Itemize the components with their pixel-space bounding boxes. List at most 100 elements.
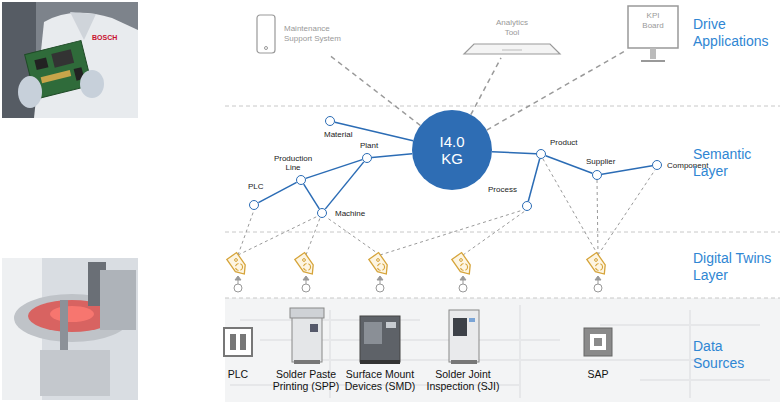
layer-separator (225, 106, 780, 107)
twin-link (238, 210, 254, 255)
data-source: Solder Joint Inspection (SJI) (425, 304, 501, 392)
tablet-icon (256, 14, 276, 54)
entity-node: Production Line (296, 175, 306, 185)
node-text: Product (549, 138, 579, 147)
machine-icon (386, 322, 396, 328)
data-source: Solder Paste Printing (SPP) (271, 304, 341, 392)
machine-icon (240, 334, 246, 350)
node-text: Analytics Tool (490, 18, 534, 38)
pcb-backdrop (225, 298, 780, 402)
machine-icon (290, 308, 324, 318)
machine-icon (206, 304, 270, 368)
photo-inspection-machine (2, 258, 138, 400)
layer-separator (225, 232, 780, 233)
machine-icon (431, 304, 495, 368)
entity-node: Material (325, 116, 335, 126)
machine-icon (364, 322, 382, 344)
laptop-icon (464, 44, 560, 54)
photo-engineer (34, 57, 48, 70)
entity-node: Component (652, 160, 662, 170)
photo-engineer (18, 76, 42, 108)
source-feed (302, 284, 310, 292)
app-laptop: Analytics Tool (462, 18, 562, 56)
source-feed (377, 276, 383, 280)
machine-icon (584, 328, 612, 356)
layer-separator (225, 298, 780, 299)
twin-link (597, 180, 598, 255)
node-text: Machine (334, 209, 366, 218)
entity-node: Product (536, 149, 546, 159)
twin-link (238, 216, 318, 255)
node-text: KPI Board (636, 11, 670, 31)
machine-icon (566, 304, 630, 368)
entity-node: PLC (249, 200, 259, 210)
data-source: Surface Mount Devices (SMD) (343, 304, 417, 392)
photo-inspection-machine (50, 306, 94, 322)
source-feed (376, 284, 384, 292)
relation-line (492, 152, 536, 154)
machine-icon (469, 318, 475, 322)
dashed-link (487, 51, 625, 130)
machine-icon (449, 310, 479, 362)
tablet-icon (265, 47, 268, 50)
node-text: Solder Paste Printing (SPP) (271, 368, 341, 392)
machine-icon (224, 328, 252, 356)
source-feed (595, 276, 601, 280)
node-text: PLC (206, 368, 270, 380)
entity-node: Supplier (592, 170, 602, 180)
data-source: SAP (566, 304, 630, 380)
node-text: Maintenance Support System (284, 24, 348, 44)
digital-twin-tag (295, 253, 317, 278)
photo-inspection-machine (40, 350, 110, 396)
source-feed (594, 284, 602, 292)
logo-text: BOSCH (92, 34, 117, 42)
dashed-link (329, 55, 420, 125)
digital-twin-tag (369, 253, 391, 278)
machine-icon (594, 338, 602, 346)
relation-line (602, 166, 652, 174)
relation-line (372, 154, 412, 158)
node-text: I4.0 KG (430, 133, 474, 167)
machine-icon (590, 334, 606, 350)
twin-link (598, 170, 655, 255)
monitor-icon (650, 48, 656, 59)
photo-inspection-machine (100, 270, 136, 330)
twin-link (306, 218, 320, 255)
machine-icon (360, 360, 400, 364)
relation-line (304, 184, 320, 209)
twin-link (543, 159, 598, 255)
graph-hub: I4.0 KG (412, 110, 492, 190)
photo-engineer (51, 49, 74, 67)
relation-line (325, 162, 364, 209)
twin-link (463, 211, 525, 255)
source-feed (234, 276, 602, 292)
relation-line (528, 159, 539, 201)
pcb-backdrop (225, 298, 780, 402)
node-text: Supplier (585, 157, 616, 166)
machine-icon (294, 360, 320, 364)
pcb-backdrop (230, 305, 770, 398)
layer-separator (225, 106, 780, 298)
node-text: Solder Joint Inspection (SJI) (425, 368, 501, 392)
node-text: PLC (247, 182, 265, 191)
machine-icon (292, 314, 322, 362)
laptop-icon (502, 50, 522, 51)
digital-twin-tag (227, 253, 249, 278)
machine-icon (348, 304, 412, 368)
node-text: Material (323, 130, 353, 139)
source-feed (234, 284, 242, 292)
entity-node: Process (522, 201, 532, 211)
machine-icon (310, 324, 318, 332)
machine-icon (274, 304, 338, 368)
source-feed (235, 276, 241, 280)
node-text: Plant (359, 141, 379, 150)
source-feed (459, 284, 467, 292)
node-text: Production Line (269, 154, 317, 172)
layer-title: Data Sources (693, 338, 775, 372)
laptop-icon (462, 42, 562, 56)
photo-engineer (2, 2, 138, 118)
monitor-icon (628, 6, 678, 48)
source-feed (460, 276, 466, 280)
twin-link (326, 217, 380, 255)
